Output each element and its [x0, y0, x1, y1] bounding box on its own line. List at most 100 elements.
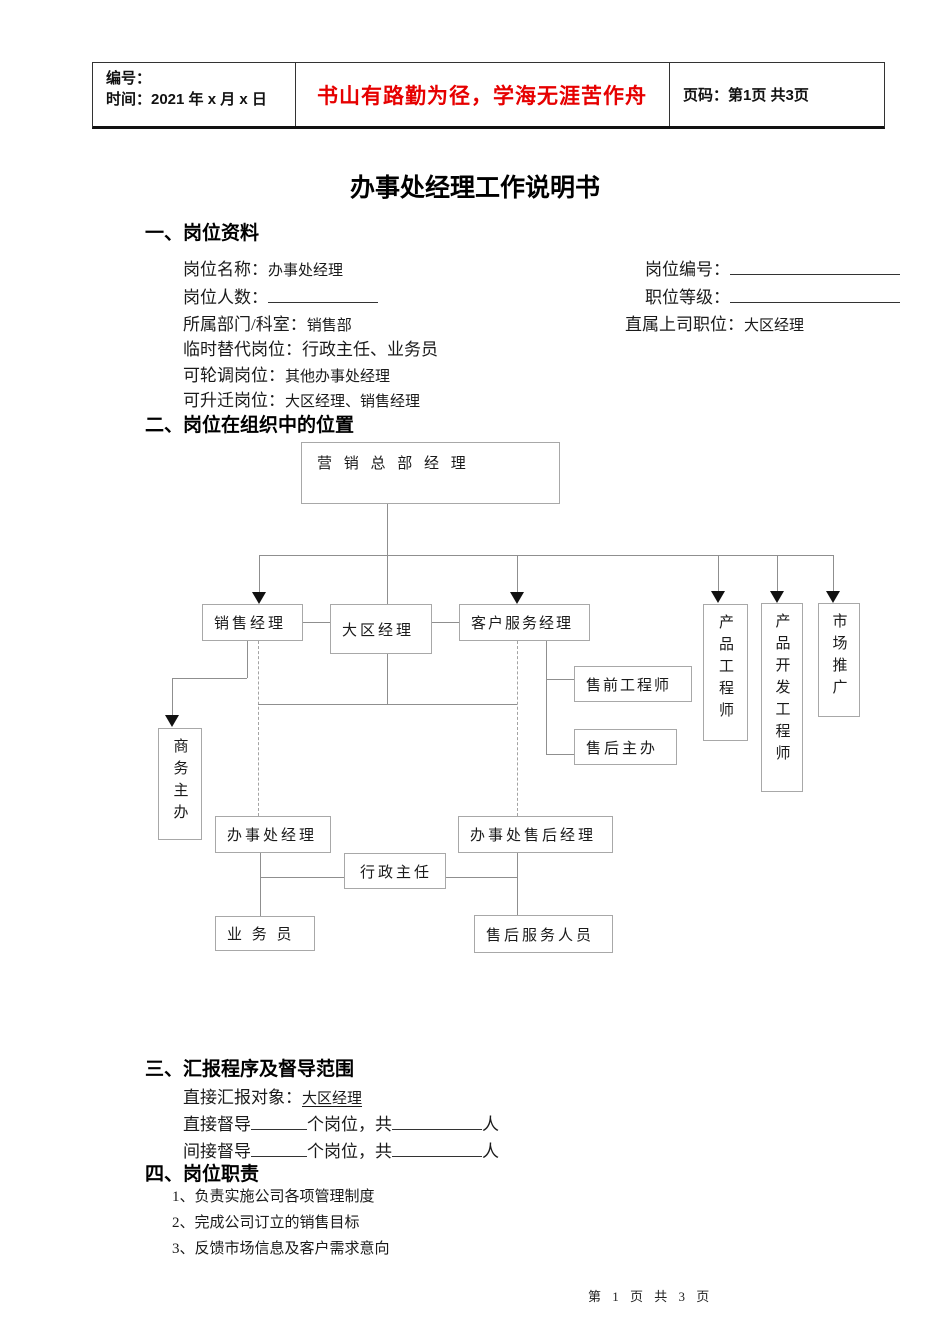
- org-box-marketing-hq-manager: 营 销 总 部 经 理: [301, 442, 560, 504]
- connector-line: [517, 555, 518, 592]
- footer-page-number: 第 1 页 共 3 页: [588, 1289, 714, 1304]
- connector-line: [387, 504, 388, 555]
- org-box-salesman: 业 务 员: [215, 916, 315, 951]
- org-box-product-dev-engineer: 产品开发工程师: [761, 603, 803, 792]
- indirect-supervision-mid: 个岗位，共: [307, 1142, 392, 1161]
- org-box-market-promotion: 市场推广: [818, 603, 860, 717]
- direct-supervision-suffix: 人: [482, 1115, 499, 1134]
- supervisor-value: 大区经理: [744, 318, 805, 334]
- field-row-department: 所属部门/科室：销售部 直属上司职位：大区经理: [183, 310, 804, 335]
- indirect-supervision-suffix: 人: [482, 1142, 499, 1161]
- org-box-presales-engineer: 售前工程师: [574, 666, 692, 702]
- org-box-label: 市场推广: [830, 613, 847, 701]
- field-row-position-name: 岗位名称：办事处经理 岗位编号：: [183, 255, 900, 280]
- header-page-info: 页码：第1页 共3页: [683, 87, 809, 104]
- org-box-label: 商务主办: [171, 738, 188, 826]
- org-box-label: 产品开发工程师: [773, 613, 790, 767]
- department-value: 销售部: [306, 318, 352, 334]
- indirect-supervision-row: 间接督导 个岗位，共 人: [183, 1137, 499, 1162]
- indirect-posts-blank: [251, 1140, 307, 1157]
- org-box-business-supervisor: 商务主办: [158, 728, 202, 840]
- field-row-headcount: 岗位人数： 职位等级：: [183, 283, 900, 308]
- header-table: 编号： 时间：2021 年 x 月 x 日 书山有路勤为径，学海无涯苦作舟 页码…: [92, 62, 885, 129]
- direct-supervision-mid: 个岗位，共: [307, 1115, 392, 1134]
- section3-heading: 三、汇报程序及督导范围: [145, 1059, 355, 1080]
- org-box-label: 售后服务人员: [486, 927, 595, 944]
- rotation-value: 其他办事处经理: [285, 369, 391, 385]
- connector-line: [247, 641, 248, 678]
- connector-line: [718, 555, 719, 591]
- duty-item: 2、完成公司订立的销售目标: [172, 1215, 360, 1231]
- org-box-label: 办事处售后经理: [470, 828, 597, 844]
- org-box-aftersales-staff: 售后服务人员: [474, 915, 613, 953]
- connector-line: [172, 678, 173, 715]
- org-box-label: 售后主办: [586, 740, 659, 757]
- field-row-temp-substitute: 临时替代岗位：行政主任、业务员: [183, 335, 438, 360]
- org-box-label: 营 销 总 部 经 理: [317, 456, 470, 472]
- org-box-aftersales-supervisor: 售后主办: [574, 729, 677, 765]
- position-code-label: 岗位编号：: [645, 260, 730, 279]
- section2-heading: 二、岗位在组织中的位置: [145, 415, 355, 436]
- page-title: 办事处经理工作说明书: [349, 174, 600, 202]
- org-box-admin-director: 行政主任: [344, 853, 446, 889]
- arrow-down-icon: [510, 592, 524, 604]
- report-target-value: 大区经理: [302, 1091, 363, 1107]
- arrow-down-icon: [165, 715, 179, 727]
- connector-line: [258, 704, 517, 705]
- section1-heading: 一、岗位资料: [145, 223, 260, 244]
- org-box-customer-service-manager: 客户服务经理: [459, 604, 590, 641]
- temp-substitute-value: 行政主任、业务员: [302, 340, 438, 359]
- connector-line-dashed: [258, 641, 259, 816]
- org-box-label: 销售经理: [214, 616, 287, 632]
- connector-line: [259, 555, 260, 592]
- grade-field: 职位等级：: [645, 283, 900, 308]
- org-box-label: 大区经理: [342, 622, 415, 639]
- connector-line: [260, 877, 344, 878]
- position-name-label: 岗位名称：: [183, 260, 268, 279]
- org-box-product-engineer: 产品工程师: [703, 604, 748, 741]
- arrow-down-icon: [252, 592, 266, 604]
- org-box-sales-manager: 销售经理: [202, 604, 303, 641]
- header-table-divider: [295, 63, 296, 126]
- duty-item: 3、反馈市场信息及客户需求意向: [172, 1241, 390, 1257]
- connector-line: [172, 678, 247, 679]
- headcount-blank: [268, 286, 378, 303]
- supervisor-label: 直属上司职位：: [625, 315, 744, 334]
- header-number-label: 编号：: [106, 70, 152, 87]
- department-label: 所属部门/科室：: [183, 315, 307, 334]
- org-box-label: 业 务 员: [227, 927, 295, 943]
- connector-line: [432, 622, 459, 623]
- header-slogan: 书山有路勤为径，学海无涯苦作舟: [317, 84, 647, 108]
- arrow-down-icon: [826, 591, 840, 603]
- connector-line: [446, 877, 517, 878]
- connector-line: [259, 555, 833, 556]
- indirect-supervision-prefix: 间接督导: [183, 1142, 251, 1161]
- header-table-divider: [669, 63, 670, 126]
- indirect-people-blank: [392, 1140, 482, 1157]
- org-box-region-manager: 大区经理: [330, 604, 432, 654]
- connector-line: [546, 641, 547, 754]
- promotion-value: 大区经理、销售经理: [285, 394, 421, 410]
- grade-label: 职位等级：: [645, 288, 730, 307]
- org-box-label: 办事处经理: [227, 828, 318, 844]
- field-row-promotion: 可升迁岗位：大区经理、销售经理: [183, 386, 420, 411]
- connector-line: [387, 555, 388, 604]
- connector-line: [260, 853, 261, 916]
- section4-heading: 四、岗位职责: [145, 1164, 260, 1185]
- position-code-blank: [730, 258, 900, 275]
- org-box-office-manager: 办事处经理: [215, 816, 331, 853]
- header-date-label: 时间：2021 年 x 月 x 日: [106, 91, 267, 108]
- grade-blank: [730, 286, 900, 303]
- arrow-down-icon: [770, 591, 784, 603]
- report-target-label: 直接汇报对象：: [183, 1088, 302, 1107]
- connector-line: [546, 679, 574, 680]
- org-box-label: 客户服务经理: [471, 616, 574, 632]
- duty-item: 1、负责实施公司各项管理制度: [172, 1189, 375, 1205]
- promotion-label: 可升迁岗位：: [183, 391, 285, 410]
- temp-substitute-label: 临时替代岗位：: [183, 340, 302, 359]
- report-target-row: 直接汇报对象：大区经理: [183, 1083, 362, 1108]
- direct-posts-blank: [251, 1113, 307, 1130]
- org-box-label: 产品工程师: [717, 614, 733, 724]
- direct-supervision-row: 直接督导个岗位，共人: [183, 1110, 499, 1135]
